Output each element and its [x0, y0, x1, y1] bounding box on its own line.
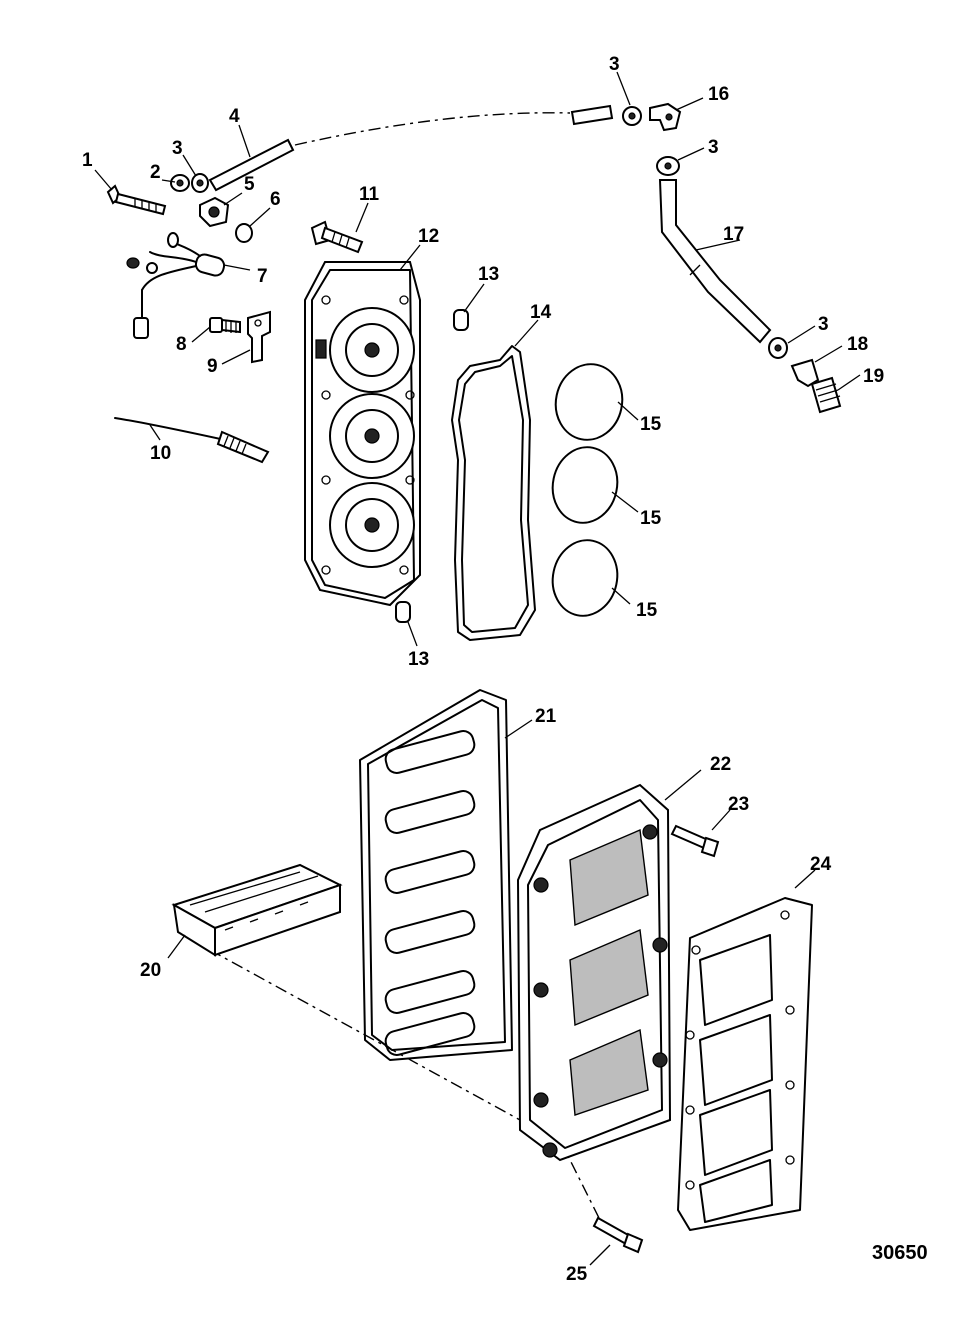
- leader-lines: [94, 71, 861, 1266]
- callout-3-mid: 3: [708, 137, 719, 158]
- part-25-bolt: [592, 1216, 644, 1254]
- part-7-sensor-harness: [126, 232, 226, 339]
- part-18-elbow: [790, 358, 820, 388]
- callout-25: 25: [566, 1264, 588, 1285]
- bolt-alignment-line: [559, 1139, 601, 1221]
- part-14-gasket: [451, 345, 536, 641]
- callout-19: 19: [863, 366, 884, 387]
- callout-13-top: 13: [478, 264, 499, 285]
- part-15-o-ring-1: [554, 363, 624, 441]
- part-17-hose: [658, 179, 772, 344]
- part-19-threaded-fitting: [810, 376, 842, 414]
- part-23-bolt: [670, 824, 720, 858]
- part-21-gasket-plate: [359, 689, 513, 1061]
- callout-23: 23: [728, 794, 749, 815]
- part-2-fitting: [170, 174, 190, 192]
- diagram-reference-number: 30650: [872, 1242, 928, 1264]
- part-11-bolt: [310, 220, 364, 254]
- callout-15-c: 15: [636, 600, 658, 621]
- part-13-dowel-bottom: [395, 601, 411, 623]
- callout-7: 7: [257, 266, 268, 287]
- part-3-nut-lower: [768, 337, 788, 359]
- callout-24: 24: [810, 854, 832, 875]
- part-5-valve: [199, 196, 230, 228]
- callout-20: 20: [140, 960, 161, 981]
- part-3-nut-mid: [656, 156, 680, 176]
- part-1-bolt: [106, 184, 167, 216]
- part-13-dowel-top: [453, 309, 469, 331]
- hose-routing-line: [294, 112, 571, 146]
- callout-labels: 1 2 3 4 5 6 7 8 9 10 11 12 13 14 15 15 1…: [82, 54, 884, 1285]
- part-24-gasket: [677, 897, 813, 1231]
- part-16-elbow-fitting: [649, 102, 682, 132]
- callout-4: 4: [229, 106, 240, 127]
- callout-3-top: 3: [609, 54, 620, 75]
- callout-18: 18: [847, 334, 868, 355]
- callout-5: 5: [244, 174, 255, 195]
- callout-14: 14: [530, 302, 552, 323]
- callout-9: 9: [207, 356, 218, 377]
- callout-6: 6: [270, 189, 281, 210]
- callout-3-lower: 3: [818, 314, 829, 335]
- callout-15-b: 15: [640, 508, 662, 529]
- callout-17: 17: [723, 224, 744, 245]
- part-9-bracket: [247, 310, 271, 364]
- part-6-o-ring: [235, 223, 253, 243]
- part-15-o-ring-2: [551, 446, 619, 524]
- callout-12: 12: [418, 226, 439, 247]
- part-12-cylinder-head: [304, 261, 421, 607]
- callout-2: 2: [150, 162, 161, 183]
- part-20-reed-block: [171, 863, 343, 957]
- callout-16: 16: [708, 84, 729, 105]
- part-3-nut-left: [191, 173, 209, 193]
- callout-22: 22: [710, 754, 731, 775]
- callout-1: 1: [82, 150, 93, 171]
- part-15-o-ring-3: [551, 539, 619, 617]
- part-4-hose: [208, 138, 295, 192]
- part-22-intake-manifold: [516, 783, 672, 1162]
- part-10-temp-sensor: [114, 417, 270, 464]
- part-3-nut-top: [622, 106, 642, 126]
- callout-15-a: 15: [640, 414, 662, 435]
- part-8-screw: [209, 317, 241, 334]
- callout-8: 8: [176, 334, 187, 355]
- callout-3: 3: [172, 138, 183, 159]
- callout-13-bottom: 13: [408, 649, 429, 670]
- callout-10: 10: [150, 443, 171, 464]
- callout-11: 11: [359, 184, 380, 205]
- callout-21: 21: [535, 706, 557, 727]
- part-3-hose-end-top: [570, 104, 614, 126]
